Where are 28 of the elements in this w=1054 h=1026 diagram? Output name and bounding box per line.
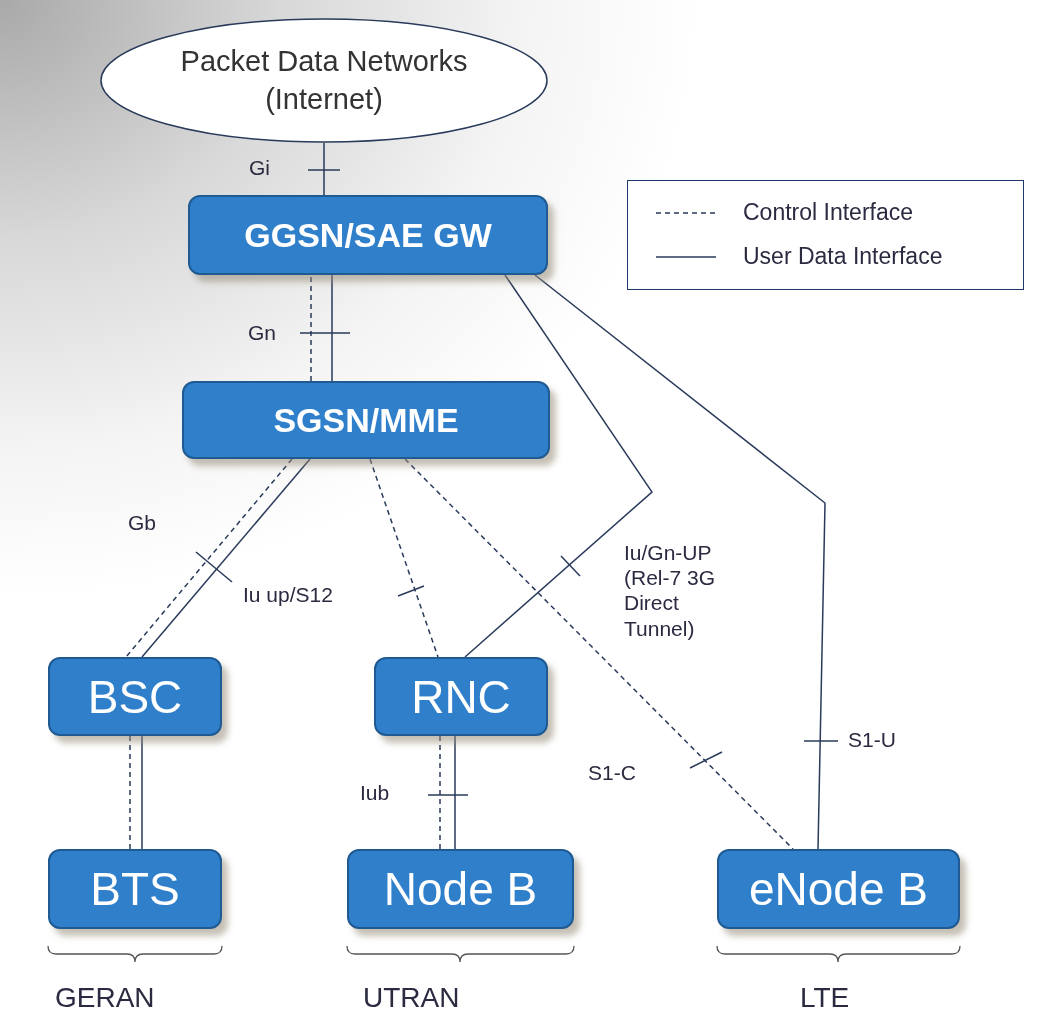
mobility-management-box <box>182 381 550 459</box>
base-station-box <box>347 849 574 929</box>
node-label: BTS <box>90 862 180 916</box>
node-label: GGSN/SAE GW <box>244 215 492 255</box>
node-label: Node B <box>383 862 538 916</box>
controller-box <box>48 657 222 736</box>
group-label: LTE <box>800 982 850 1014</box>
node-label: Packet Data Networks (Internet) <box>179 43 469 117</box>
edge-label: Iu/Gn-UP (Rel-7 3G Direct Tunnel) <box>624 540 717 641</box>
edge-label: Gi <box>249 155 270 181</box>
edge-label: Iu up/S12 <box>243 582 333 608</box>
group-label: GERAN <box>55 982 155 1014</box>
node-label: SGSN/MME <box>273 400 459 440</box>
gateway-box <box>188 195 548 275</box>
node-label: eNode B <box>749 862 928 916</box>
node-label: RNC <box>411 669 511 724</box>
node-label: BSC <box>87 669 183 724</box>
edge-label: Gn <box>248 320 276 346</box>
edge-label: S1-C <box>588 760 636 786</box>
legend-label: User Data Interface <box>743 243 943 270</box>
base-station-box <box>48 849 222 929</box>
legend-label: Control Interface <box>743 199 914 226</box>
controller-box <box>374 657 548 736</box>
edge-label: Gb <box>128 510 156 536</box>
base-station-box <box>717 849 960 929</box>
edge-label: Iub <box>360 780 390 806</box>
edge-label: S1-U <box>848 727 896 753</box>
group-label: UTRAN <box>363 982 460 1014</box>
